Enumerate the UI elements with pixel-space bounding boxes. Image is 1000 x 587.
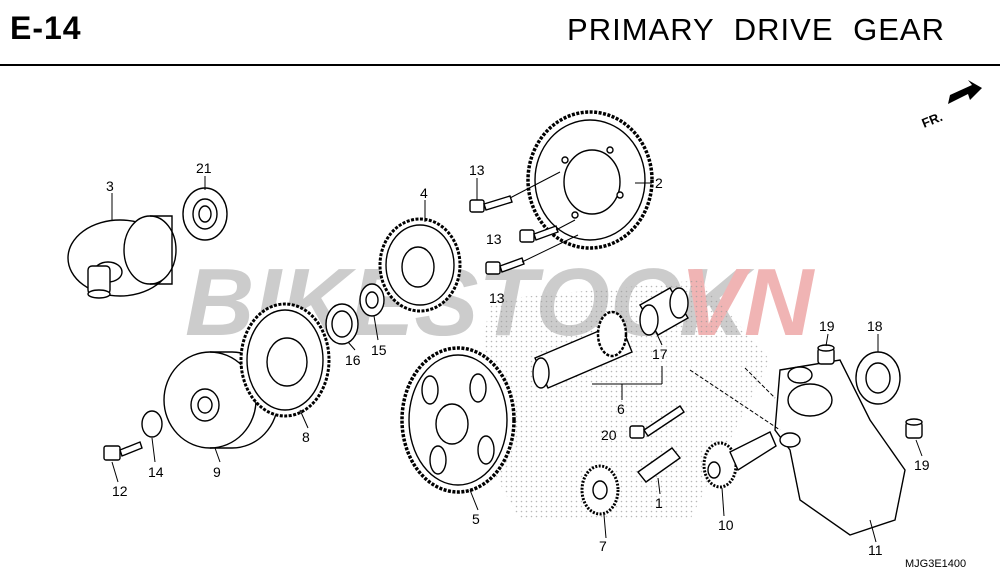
label-10: 10 bbox=[718, 517, 734, 533]
part-labels: 3 21 4 2 13 13 13 16 15 8 9 14 12 5 6 17… bbox=[106, 160, 930, 558]
label-17: 17 bbox=[652, 346, 668, 362]
label-13-a: 13 bbox=[469, 162, 485, 178]
section-code: E-14 bbox=[10, 10, 82, 46]
label-16: 18 bbox=[867, 318, 883, 334]
exploded-parts-diagram: BIKESTOCK VN bbox=[67, 80, 982, 570]
part-19-dowel-a bbox=[817, 344, 835, 365]
label-13-b: 13 bbox=[486, 231, 502, 247]
part-7-small-gear bbox=[580, 464, 620, 516]
label-4: 4 bbox=[420, 185, 428, 201]
leader-lines bbox=[111, 171, 923, 543]
part-18-needle-bearing bbox=[325, 303, 359, 345]
label-18: 16 bbox=[345, 352, 361, 368]
part-8-gear bbox=[239, 302, 331, 418]
label-3: 3 bbox=[106, 178, 114, 194]
label-19-b: 19 bbox=[914, 457, 930, 473]
part-5-primary-gear bbox=[400, 346, 516, 494]
part-17-sleeve bbox=[639, 287, 689, 336]
label-21: 21 bbox=[196, 160, 212, 176]
part-21-bearing bbox=[182, 187, 228, 241]
label-5: 5 bbox=[472, 511, 480, 527]
part-14-washer bbox=[141, 410, 163, 438]
front-direction-label: FR. bbox=[920, 109, 945, 131]
part-6-shaft bbox=[532, 310, 633, 389]
shading-area bbox=[470, 280, 770, 520]
label-1: 1 bbox=[655, 495, 663, 511]
part-13-bolt-a bbox=[469, 195, 513, 213]
part-11-bracket bbox=[774, 359, 906, 536]
part-12-bolt bbox=[103, 441, 143, 461]
label-6: 6 bbox=[617, 401, 625, 417]
label-15: 15 bbox=[371, 342, 387, 358]
label-13-c: 13 bbox=[489, 290, 505, 306]
label-12: 12 bbox=[112, 483, 128, 499]
figure-code: MJG3E1400 bbox=[905, 558, 966, 570]
part-13-bolt-c bbox=[485, 257, 525, 275]
part-4-gear bbox=[378, 217, 462, 313]
page-header: E-14 PRIMARY DRIVE GEAR bbox=[0, 0, 1000, 66]
label-2: 2 bbox=[655, 175, 663, 191]
label-11: 11 bbox=[868, 542, 883, 558]
part-20-bolt bbox=[629, 405, 685, 439]
part-19-dowel-b bbox=[905, 418, 923, 439]
part-1-pin bbox=[636, 447, 682, 483]
part-16-bearing bbox=[855, 351, 901, 405]
part-13-bolt-b bbox=[519, 225, 559, 243]
part-15-washer bbox=[359, 283, 385, 317]
part-2-driven-gear bbox=[526, 110, 654, 250]
header-divider bbox=[0, 64, 1000, 66]
label-9: 9 bbox=[213, 464, 221, 480]
label-14: 14 bbox=[148, 464, 164, 480]
label-19-a: 19 bbox=[819, 318, 835, 334]
label-20: 20 bbox=[601, 427, 617, 443]
label-8: 8 bbox=[302, 429, 310, 445]
front-direction-arrow-icon: FR. bbox=[920, 80, 982, 131]
page-title: PRIMARY DRIVE GEAR bbox=[567, 12, 945, 47]
label-7: 7 bbox=[599, 538, 607, 554]
part-10-gear-shaft bbox=[702, 431, 777, 489]
part-3-clutch-outer bbox=[67, 215, 177, 299]
